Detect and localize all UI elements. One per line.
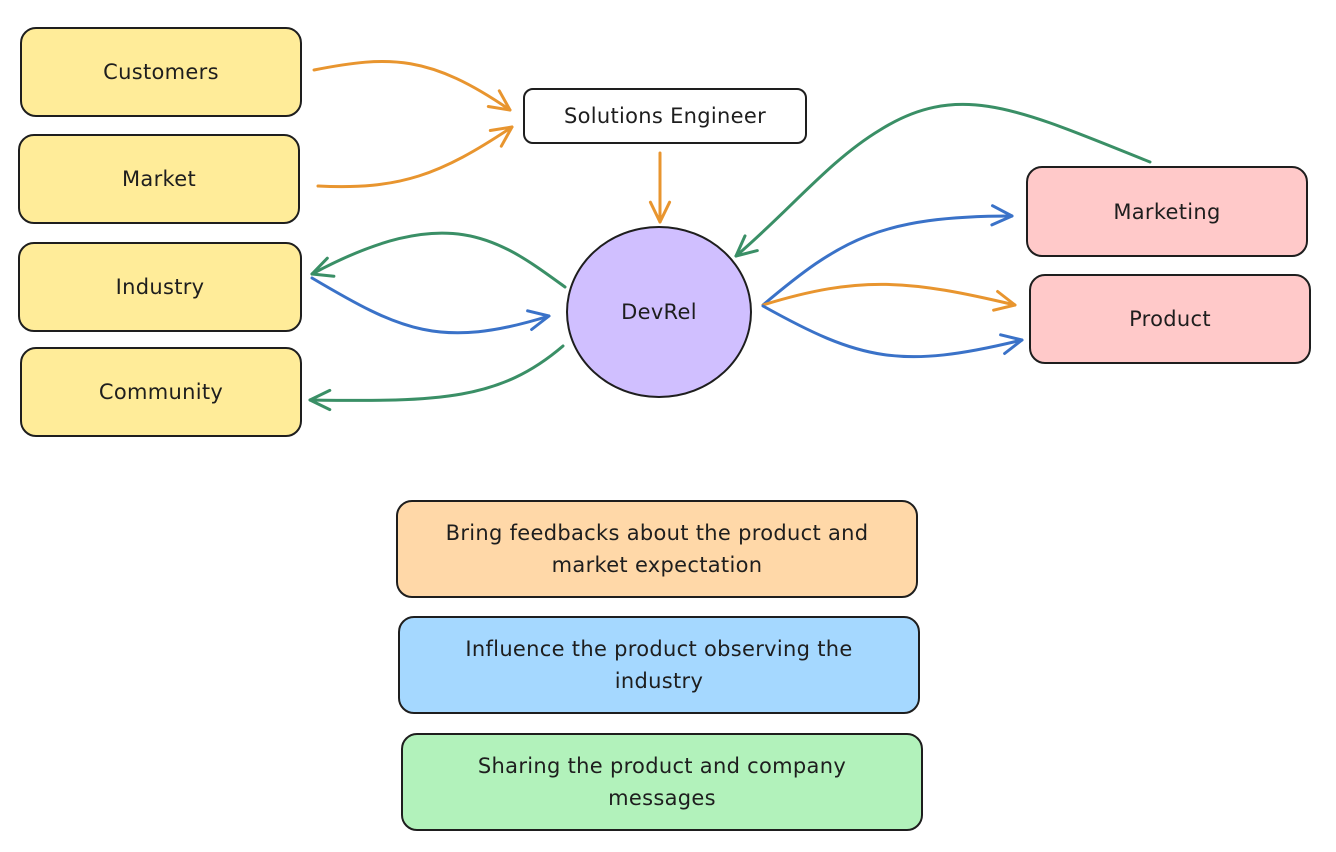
arrowhead-customers-to-solutions_engineer [486,89,512,112]
node-industry[interactable]: Industry [18,242,302,332]
node-marketing[interactable]: Marketing [1026,166,1308,257]
legend-green-text: Sharing the product and company messages [477,754,847,810]
arrowhead-devrel-to-marketing [990,204,1014,227]
edge-devrel-to-product [761,304,1024,359]
arrowhead-market-to-solutions_engineer [488,125,514,148]
node-solutions-engineer-label: Solutions Engineer [563,104,767,128]
edge-customers-to-solutions_engineer [312,59,512,112]
edge-devrel-to-community [308,344,565,402]
node-customers-label: Customers [103,60,219,84]
edge-devrel-to-industry [310,231,567,289]
edge-marketing-to-devrel [734,103,1152,258]
arrowhead-industry-to-devrel [526,309,551,331]
node-product-label: Product [1129,307,1211,331]
node-solutions-engineer[interactable]: Solutions Engineer [523,88,807,144]
arrowhead-marketing-to-devrel [734,234,759,258]
legend-orange-text: Bring feedbacks about the product and ma… [445,521,869,577]
node-customers[interactable]: Customers [20,27,302,117]
node-product[interactable]: Product [1029,274,1311,364]
legend-green: Sharing the product and company messages [401,733,923,831]
node-devrel[interactable]: DevRel [566,226,752,398]
arrowhead-devrel-to-community [308,388,332,412]
node-marketing-label: Marketing [1113,199,1221,224]
node-community[interactable]: Community [20,347,302,437]
edge-industry-to-devrel [310,276,551,335]
legend-orange: Bring feedbacks about the product and ma… [396,500,918,598]
node-industry-label: Industry [115,275,205,299]
legend-blue-text: Influence the product observing the indu… [465,637,853,693]
arrowhead-solutions_engineer-to-devrel [648,200,672,224]
node-market-label: Market [122,167,196,191]
arrowhead-devrel-to-product [999,333,1024,355]
edge-devrel-to-product [761,282,1017,307]
node-devrel-label: DevRel [621,300,697,324]
node-community-label: Community [98,380,224,404]
edge-devrel-to-marketing [761,214,1014,307]
edge-market-to-solutions_engineer [316,125,514,189]
node-market[interactable]: Market [18,134,300,224]
legend-blue: Influence the product observing the indu… [398,616,920,714]
arrowhead-devrel-to-industry [310,256,336,278]
arrowhead-devrel-to-product [992,290,1017,312]
